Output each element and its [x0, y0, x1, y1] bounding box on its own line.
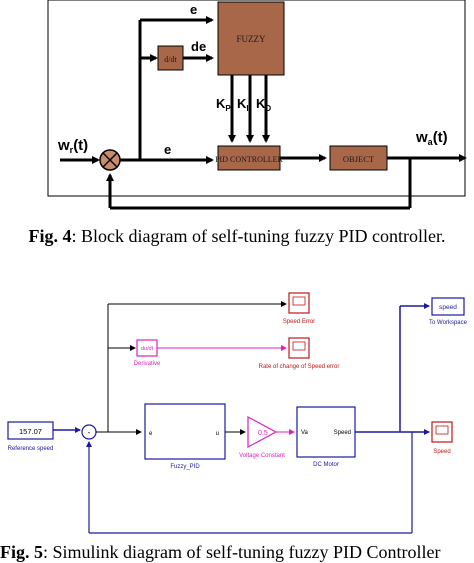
reference-speed-label: Reference speed: [8, 446, 54, 452]
fuzzy-pid-label: Fuzzy_PID: [170, 464, 200, 470]
fig5-caption-text: : Simulink diagram of self-tuning fuzzy …: [43, 542, 441, 562]
svg-text:-: -: [88, 428, 91, 437]
fuzzy-pid-port-u: u: [216, 431, 219, 437]
fig4-caption: Fig. 4: Block diagram of self-tuning fuz…: [0, 226, 474, 247]
derivative-inner: du/dt: [141, 346, 154, 352]
fuzzy-label: FUZZY: [237, 34, 267, 44]
fig4-caption-text: : Block diagram of self-tuning fuzzy PID…: [71, 226, 446, 246]
fig4-block-diagram: d/dt FUZZY PID CONTROLLER OBJECT e de e …: [0, 0, 474, 225]
workspace-inner: speed: [439, 304, 457, 311]
summing-junction: [99, 149, 121, 171]
motor-label: DC Motor: [313, 462, 339, 468]
scope-icon: [435, 425, 449, 435]
output-label: wa(t): [415, 129, 448, 147]
fig5-simulink-diagram: 157.07 Reference speed - du/dt Derivativ…: [0, 283, 474, 543]
object-label: OBJECT: [343, 154, 375, 164]
fuzzy-pid-block: [144, 403, 226, 460]
e-top-label: e: [190, 2, 197, 17]
fig5-svg: 157.07 Reference speed - du/dt Derivativ…: [7, 292, 468, 534]
fuzzy-pid-port-e: e: [149, 431, 153, 437]
e-mid-label: e: [164, 142, 171, 157]
motor-in-port: Va: [301, 430, 309, 436]
gain-value: 0.5: [258, 430, 268, 437]
kp-label: KP: [216, 96, 231, 113]
gain-label: Voltage Constant: [239, 453, 285, 459]
reference-speed-value: 157.07: [19, 427, 42, 436]
kd-label: KD: [256, 96, 271, 113]
pid-controller-block: [217, 145, 281, 171]
workspace-label: To Workspace: [429, 320, 468, 326]
motor-out-port: Speed: [334, 430, 351, 436]
fig5-caption-bold: Fig. 5: [0, 542, 43, 562]
to-workspace-block: [431, 297, 465, 316]
scope-icon: [292, 296, 306, 306]
speed-scope-label: Speed: [433, 449, 450, 455]
speed-error-label: Speed Error: [283, 319, 315, 325]
scope-icon: [292, 341, 306, 351]
rate-label: Rate of change of Speed error: [259, 364, 340, 370]
pid-label: PID CONTROLLER: [215, 155, 283, 164]
de-label: de: [191, 39, 206, 54]
derivative-label: Derivative: [134, 361, 161, 367]
input-label: wr(t): [57, 137, 88, 155]
fig4-caption-bold: Fig. 4: [28, 226, 72, 246]
ddt-label: d/dt: [164, 55, 177, 64]
voltage-gain-block: [247, 415, 278, 449]
fig4-svg: d/dt FUZZY PID CONTROLLER OBJECT e de e …: [47, 0, 467, 210]
ddt-block: [157, 45, 184, 71]
fig5-caption: Fig. 5: Simulink diagram of self-tuning …: [0, 542, 474, 563]
ki-label: KI: [237, 96, 249, 113]
